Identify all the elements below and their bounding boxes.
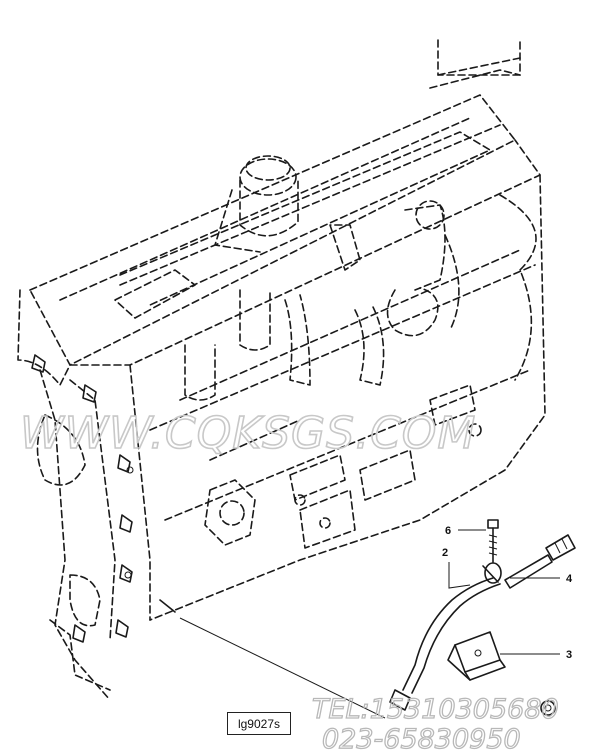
callout-leaders (448, 529, 560, 655)
nut-part (540, 700, 556, 716)
phone-watermark: 023-65830950 (322, 724, 521, 755)
figure-reference-label: lg9027s (227, 712, 291, 735)
bolt-part (487, 519, 499, 529)
watermark-text: WWW.CQKSGS.COM (20, 408, 476, 459)
clamp-ring (484, 562, 502, 584)
cylinder-head (29, 94, 516, 366)
callout-4: 4 (566, 573, 573, 585)
dipstick-handle (504, 554, 553, 589)
callout-3: 3 (566, 649, 572, 661)
dipstick-assembly (389, 519, 576, 716)
gear-housing (17, 289, 134, 701)
rocker-cover-corner (429, 39, 521, 89)
engine-block-body (69, 139, 546, 621)
oil-filler-cap (214, 155, 299, 253)
dipstick-tube (402, 577, 494, 691)
follower-bores (184, 200, 460, 401)
tel-watermark: TEL:15310305680 (312, 694, 559, 725)
dipstick-entry (159, 599, 386, 719)
callout-2: 2 (442, 547, 448, 559)
mounting-bracket (454, 631, 501, 673)
callout-6: 6 (445, 525, 451, 537)
block-side-features (204, 384, 482, 549)
